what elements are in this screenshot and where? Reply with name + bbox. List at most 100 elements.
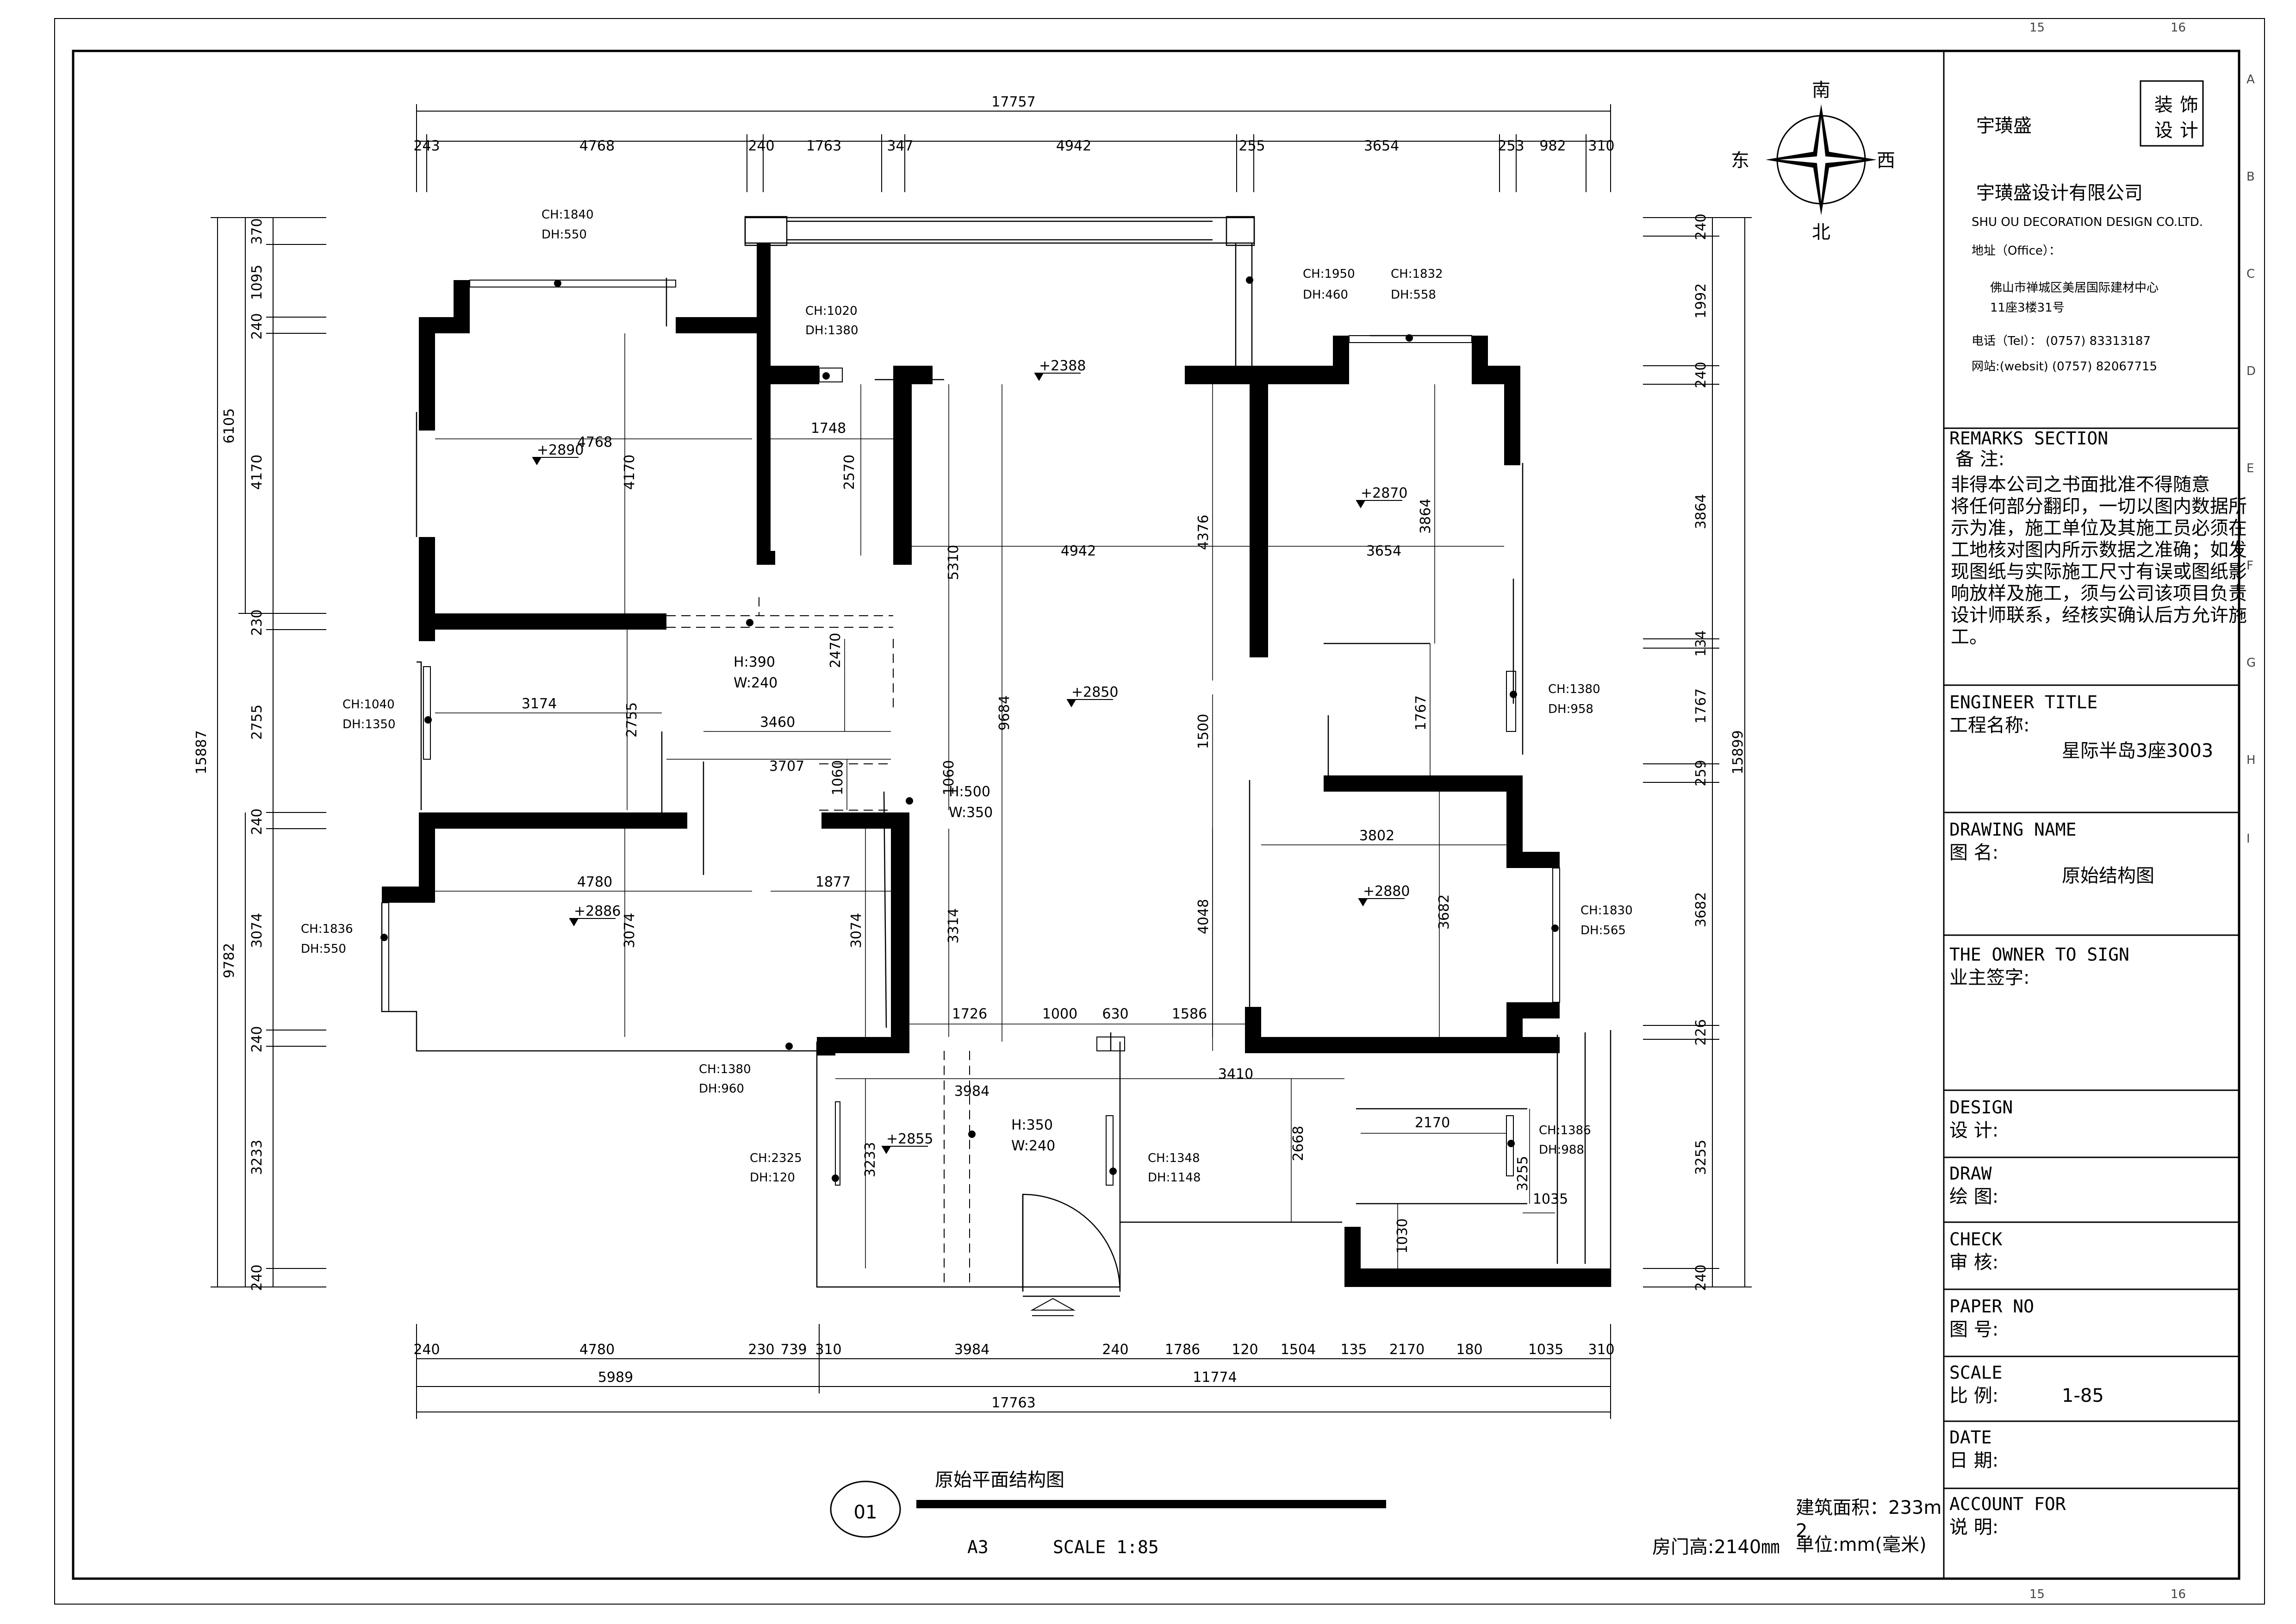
svg-text:备 注:: 备 注:	[1955, 449, 2004, 470]
svg-text:135: 135	[1340, 1342, 1367, 1358]
svg-text:DH:120: DH:120	[750, 1171, 795, 1185]
svg-text:业主签字:: 业主签字:	[1949, 967, 2029, 988]
height-marker: +2890	[532, 442, 584, 465]
svg-text:17763: 17763	[991, 1395, 1035, 1411]
project-name: 星际半岛3座3003	[2062, 740, 2213, 762]
svg-text:15887: 15887	[193, 730, 210, 774]
svg-text:W:350: W:350	[949, 805, 993, 821]
sheet-border	[54, 18, 2265, 1605]
svg-text:6105: 6105	[221, 408, 237, 443]
svg-text:现图纸与实际施工尺寸有误或图纸影: 现图纸与实际施工尺寸有误或图纸影	[1951, 561, 2247, 582]
drawing-name-value: 原始结构图	[2062, 865, 2154, 887]
svg-text:CH:1840: CH:1840	[541, 208, 594, 222]
svg-text:+2886: +2886	[574, 903, 621, 919]
svg-text:DH:960: DH:960	[699, 1082, 744, 1096]
svg-text:2170: 2170	[1415, 1115, 1450, 1131]
svg-text:3707: 3707	[769, 758, 804, 775]
svg-text:3233: 3233	[862, 1142, 878, 1177]
svg-text:CH:1348: CH:1348	[1148, 1151, 1200, 1165]
svg-text:982: 982	[1539, 138, 1566, 154]
svg-text:东: 东	[1731, 150, 1749, 171]
svg-text:4780: 4780	[577, 874, 612, 890]
svg-text:243: 243	[413, 138, 440, 154]
dimension-bottom-labels: 240 4780 230 739 310 3984 240 1786 120 1…	[413, 1342, 1614, 1411]
svg-text:1035: 1035	[1533, 1191, 1568, 1207]
svg-text:H: H	[2246, 753, 2256, 767]
svg-text:H:500: H:500	[949, 784, 990, 800]
svg-text:16: 16	[2171, 1587, 2186, 1601]
svg-text:370: 370	[249, 218, 265, 244]
svg-text:1030: 1030	[1394, 1218, 1411, 1254]
svg-text:240: 240	[1693, 213, 1709, 240]
entry-arrow-icon	[1030, 1298, 1076, 1316]
structural-walls	[382, 243, 1611, 1287]
svg-text:H:390: H:390	[734, 654, 775, 670]
svg-text:180: 180	[1456, 1342, 1482, 1358]
scale-value: 1-85	[2062, 1385, 2104, 1406]
svg-text:SCALE: SCALE	[1949, 1362, 2002, 1383]
svg-text:15899: 15899	[1730, 730, 1746, 774]
svg-text:佛山市禅城区美居国际建材中心: 佛山市禅城区美居国际建材中心	[1990, 281, 2159, 295]
svg-text:C: C	[2246, 267, 2255, 281]
svg-text:饰: 饰	[2180, 94, 2198, 116]
dimension-bottom	[416, 1324, 1611, 1419]
dimension-right	[1643, 217, 1752, 1287]
compass-icon	[1766, 104, 1877, 215]
height-marker: +2850	[1067, 684, 1118, 707]
svg-text:DESIGN: DESIGN	[1949, 1097, 2013, 1118]
height-marker: +2880	[1358, 883, 1410, 906]
svg-text:DH:460: DH:460	[1303, 288, 1348, 302]
svg-text:DH:550: DH:550	[301, 942, 346, 956]
svg-text:装: 装	[2154, 94, 2173, 116]
svg-text:3074: 3074	[249, 913, 265, 948]
svg-text:11座3楼31号: 11座3楼31号	[1990, 301, 2065, 315]
svg-text:3460: 3460	[760, 714, 795, 731]
svg-text:3864: 3864	[1418, 499, 1434, 534]
svg-text:W:240: W:240	[734, 675, 778, 691]
svg-text:3864: 3864	[1693, 494, 1709, 529]
company-logo: 宇璜盛	[1976, 115, 2032, 137]
svg-text:A: A	[2246, 73, 2255, 87]
svg-text:3074: 3074	[622, 913, 638, 948]
svg-text:310: 310	[1588, 138, 1614, 154]
svg-text:DATE: DATE	[1949, 1427, 1992, 1448]
svg-text:+2850: +2850	[1071, 684, 1118, 700]
dimension-right-labels: 240 1992 240 3864 134 1767 259 3682 226 …	[1693, 213, 1746, 1291]
svg-text:2668: 2668	[1290, 1126, 1307, 1161]
svg-text:9782: 9782	[221, 943, 237, 978]
beam-lines	[666, 597, 970, 1282]
svg-text:CHECK: CHECK	[1949, 1229, 2003, 1249]
svg-text:非得本公司之书面批准不得随意: 非得本公司之书面批准不得随意	[1951, 474, 2210, 495]
svg-text:DRAWING NAME: DRAWING NAME	[1949, 819, 2077, 840]
height-marker: +2886	[569, 903, 621, 926]
svg-text:DH:1380: DH:1380	[805, 324, 859, 337]
svg-text:E: E	[2246, 462, 2254, 475]
svg-text:3654: 3654	[1364, 138, 1399, 154]
svg-text:240: 240	[413, 1342, 440, 1358]
svg-text:16: 16	[2171, 21, 2186, 35]
company-name-cn: 宇璜盛设计有限公司	[1976, 182, 2143, 204]
drawing-title: 01 原始平面结构图 A3 SCALE 1:85 房门高:2140㎜ 建筑面积：…	[830, 1469, 1941, 1558]
svg-text:739: 739	[780, 1342, 807, 1358]
svg-text:3255: 3255	[1693, 1140, 1709, 1175]
svg-text:3984: 3984	[954, 1083, 989, 1099]
svg-text:15: 15	[2029, 1587, 2045, 1601]
svg-text:W:240: W:240	[1011, 1138, 1055, 1154]
svg-text:H:350: H:350	[1011, 1117, 1053, 1133]
svg-text:+2870: +2870	[1361, 485, 1407, 501]
building-area: 建筑面积：233m	[1796, 1497, 1941, 1518]
svg-text:DH:558: DH:558	[1391, 288, 1436, 302]
svg-text:1035: 1035	[1528, 1342, 1563, 1358]
